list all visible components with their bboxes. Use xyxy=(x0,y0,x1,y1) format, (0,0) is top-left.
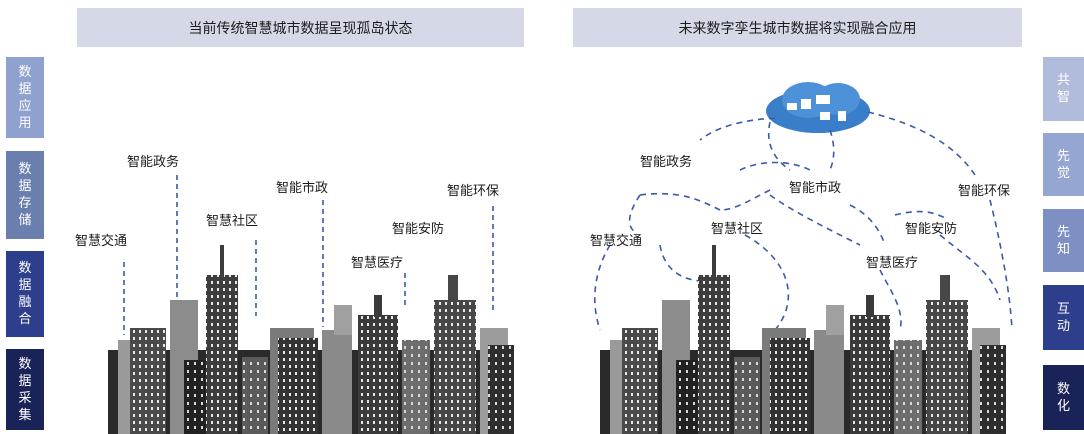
left-tag-label: 数据采集 xyxy=(18,356,32,423)
right-label-shizheng: 智能市政 xyxy=(789,181,842,196)
right-dashed-connectors xyxy=(594,111,1013,331)
left-title-text: 当前传统智慧城市数据呈现孤岛状态 xyxy=(188,20,413,37)
right-label-huanbao: 智能环保 xyxy=(958,184,1011,199)
left-tag-label: 数据存储 xyxy=(18,162,32,228)
right-label-zhengwu: 智能政务 xyxy=(640,155,693,170)
right-tag-interaction: 互动 xyxy=(1043,285,1084,350)
city-skyline-icon xyxy=(108,245,514,434)
left-label-huanbao: 智能环保 xyxy=(447,184,500,199)
left-label-shequ: 智慧社区 xyxy=(206,214,259,229)
left-tag-data-collection: 数据采集 xyxy=(6,349,44,430)
right-label-anfang: 智能安防 xyxy=(905,222,958,237)
left-dashed-connectors xyxy=(123,175,494,335)
left-label-zhengwu: 智能政务 xyxy=(127,155,180,170)
left-tag-data-storage: 数据存储 xyxy=(6,151,44,239)
right-tag-label: 共智 xyxy=(1056,73,1070,105)
right-tag-foresight: 先觉 xyxy=(1043,133,1084,196)
city-skyline-icon xyxy=(600,245,1006,434)
left-tag-data-fusion: 数据融合 xyxy=(6,251,44,337)
left-tag-label: 数据融合 xyxy=(18,261,32,327)
right-label-jiaotong: 智慧交通 xyxy=(590,234,643,249)
left-panel-title: 当前传统智慧城市数据呈现孤岛状态 xyxy=(77,8,524,47)
right-label-shequ: 智慧社区 xyxy=(711,222,764,237)
right-title-text: 未来数字孪生城市数据将实现融合应用 xyxy=(678,20,917,37)
left-label-shizheng: 智能市政 xyxy=(276,181,329,196)
right-tag-label: 互动 xyxy=(1056,301,1070,334)
left-label-anfang: 智能安防 xyxy=(392,222,445,237)
cloud-icon xyxy=(766,82,870,133)
left-label-yiliao: 智慧医疗 xyxy=(351,256,404,271)
right-tag-digitization: 数化 xyxy=(1043,365,1084,430)
left-tag-data-application: 数据应用 xyxy=(6,57,44,138)
right-panel-title: 未来数字孪生城市数据将实现融合应用 xyxy=(573,8,1022,47)
left-label-jiaotong: 智慧交通 xyxy=(75,234,128,249)
right-label-yiliao: 智慧医疗 xyxy=(866,256,919,271)
left-tag-label: 数据应用 xyxy=(18,64,32,131)
right-tag-label: 先知 xyxy=(1056,224,1070,257)
right-tag-label: 数化 xyxy=(1056,381,1070,414)
right-tag-label: 先觉 xyxy=(1056,148,1070,181)
right-tag-prescience: 先知 xyxy=(1043,209,1084,272)
right-tag-co-intelligence: 共智 xyxy=(1043,57,1084,121)
